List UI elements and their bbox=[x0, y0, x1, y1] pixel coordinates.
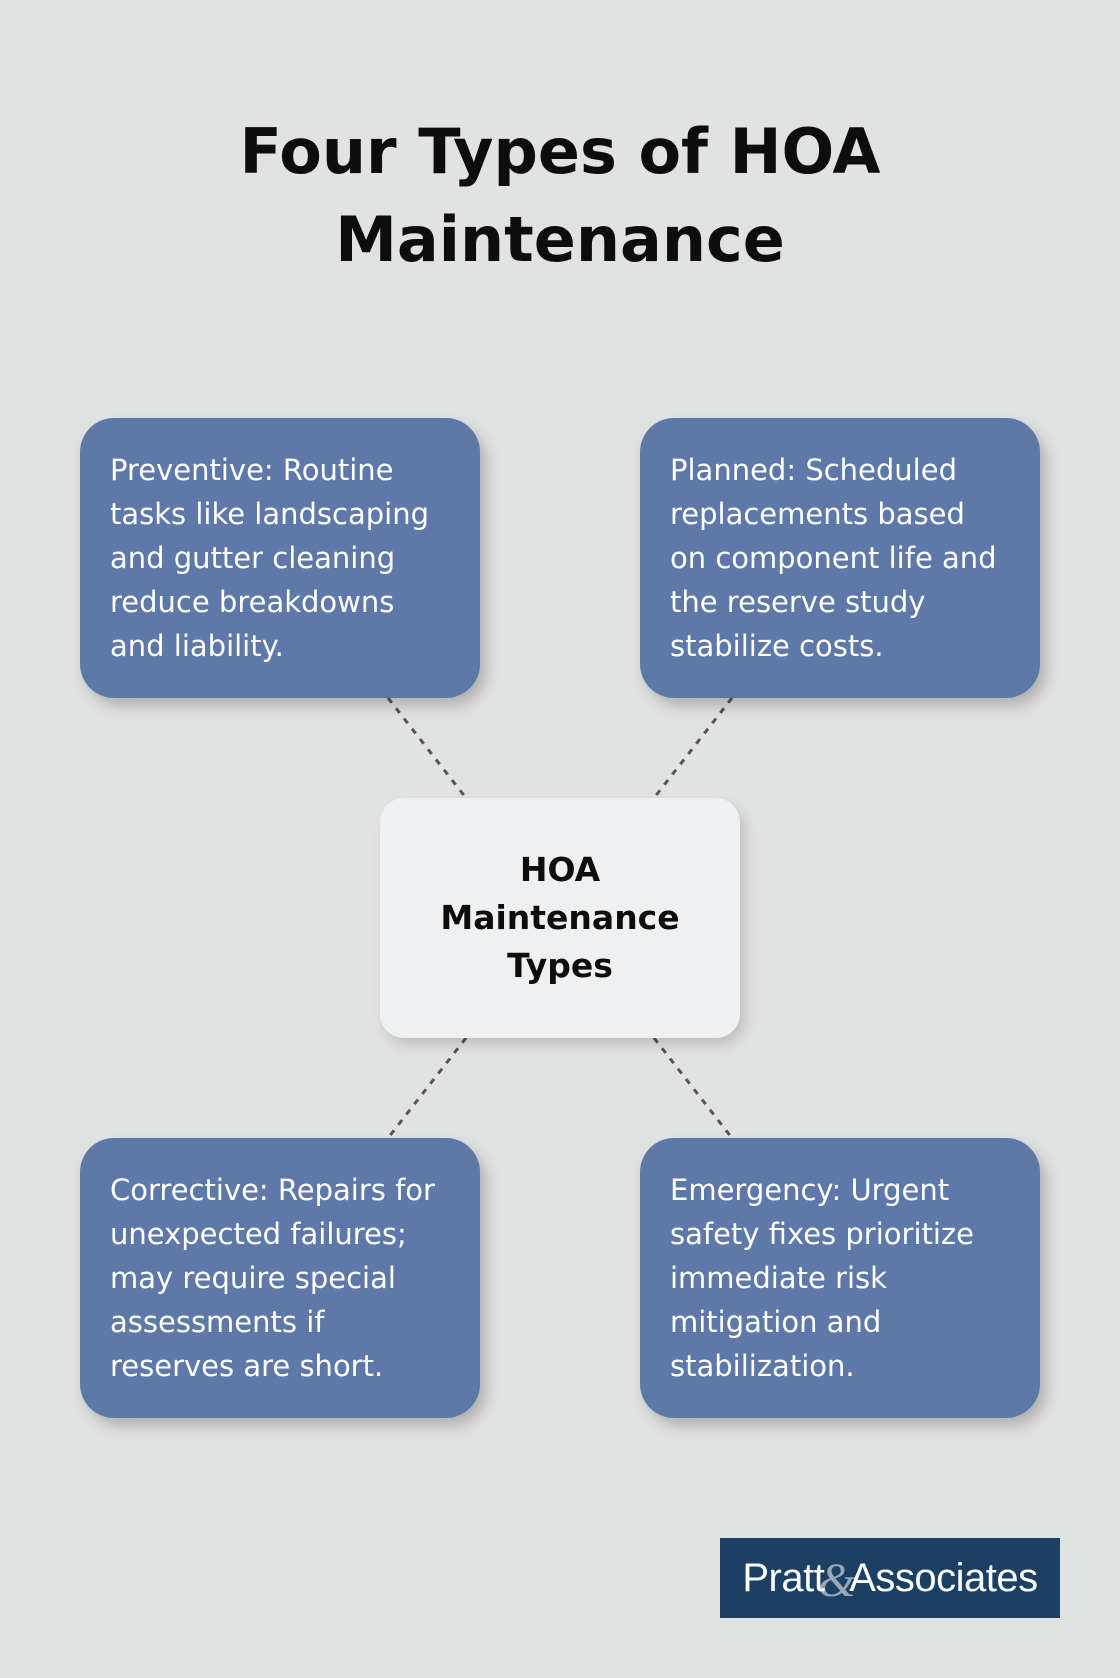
card-text-line: replacements based bbox=[670, 497, 965, 531]
card-text-line: Preventive: Routine bbox=[110, 453, 394, 487]
connector-bottom-right bbox=[652, 1037, 734, 1139]
card-text-line: Corrective: Repairs for bbox=[110, 1173, 435, 1207]
card-text-line: assessments if bbox=[110, 1305, 325, 1339]
card-text-line: mitigation and bbox=[670, 1305, 882, 1339]
page-title: Four Types of HOA Maintenance bbox=[0, 108, 1120, 284]
center-line-3: Types bbox=[507, 946, 613, 985]
logo-text-left: Pratt bbox=[742, 1555, 825, 1600]
connector-top-left bbox=[386, 697, 468, 799]
card-text-line: the reserve study bbox=[670, 585, 926, 619]
card-text-line: stabilization. bbox=[670, 1349, 855, 1383]
card-corrective: Corrective: Repairs for unexpected failu… bbox=[80, 1138, 480, 1418]
card-text-line: safety fixes prioritize bbox=[670, 1217, 974, 1251]
card-text-line: Planned: Scheduled bbox=[670, 453, 957, 487]
center-line-1: HOA bbox=[519, 850, 601, 889]
connector-bottom-left bbox=[386, 1037, 468, 1139]
card-preventive: Preventive: Routine tasks like landscapi… bbox=[80, 418, 480, 698]
logo-text-right: Associates bbox=[849, 1555, 1038, 1600]
card-text-line: and liability. bbox=[110, 629, 284, 663]
card-text-line: on component life and bbox=[670, 541, 997, 575]
center-line-2: Maintenance bbox=[440, 898, 680, 937]
title-line-2: Maintenance bbox=[335, 203, 785, 276]
card-text-line: stabilize costs. bbox=[670, 629, 884, 663]
brand-logo: Pratt & Associates bbox=[720, 1538, 1060, 1618]
card-planned: Planned: Scheduled replacements based on… bbox=[640, 418, 1040, 698]
center-node: HOA Maintenance Types bbox=[380, 798, 740, 1038]
card-text-line: and gutter cleaning bbox=[110, 541, 396, 575]
card-text-line: immediate risk bbox=[670, 1261, 887, 1295]
card-text-line: reduce breakdowns bbox=[110, 585, 395, 619]
connector-top-right bbox=[652, 697, 734, 799]
title-line-1: Four Types of HOA bbox=[239, 115, 881, 188]
logo-ampersand: & bbox=[818, 1553, 856, 1607]
card-text-line: unexpected failures; bbox=[110, 1217, 407, 1251]
card-emergency: Emergency: Urgent safety fixes prioritiz… bbox=[640, 1138, 1040, 1418]
card-text-line: reserves are short. bbox=[110, 1349, 384, 1383]
card-text-line: tasks like landscaping bbox=[110, 497, 429, 531]
card-text-line: may require special bbox=[110, 1261, 396, 1295]
card-text-line: Emergency: Urgent bbox=[670, 1173, 950, 1207]
